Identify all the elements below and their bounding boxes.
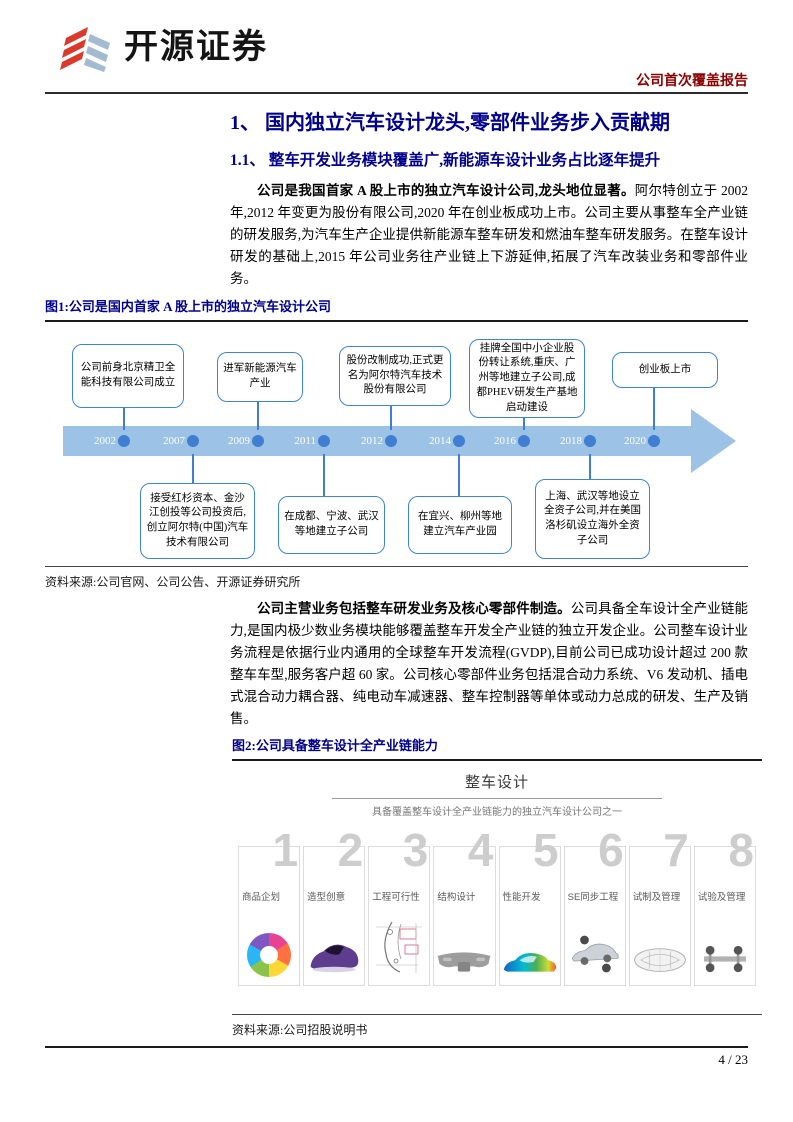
paragraph-text: 阿尔特创立于 2002 年,2012 年变更为股份有限公司,2020 年在创业板… [230,183,749,286]
timeline-year: 2011 [294,435,316,447]
timeline-event-box: 挂牌全国中小企业股份转让系统,重庆、广州等地建立子公司,成都PHEV研发生产基地… [469,339,585,418]
header-logo: 开源证券 [56,22,268,72]
step-number: 2 [337,824,364,876]
testing-chassis-image [695,941,755,977]
timeline-event-box: 进军新能源汽车产业 [217,352,303,402]
timeline-event-box: 在成都、宁波、武汉等地建立子公司 [278,496,385,554]
timeline-connector [323,454,325,496]
diagram-divider [332,798,662,799]
structure-design-dashboard-image [434,947,494,977]
timeline-event-box: 创业板上市 [612,352,718,388]
brand-name: 开源证券 [124,28,268,66]
step-label: 商品企划 [242,892,281,903]
footer-divider [45,1046,748,1048]
timeline-connector [192,454,194,483]
timeline-dot [318,435,330,447]
trial-production-car-image [630,943,690,977]
timeline-year: 2002 [94,435,116,447]
step-label: SE同步工程 [567,892,619,903]
process-step-card: 4 结构设计 [433,827,496,986]
process-step-card: 6 SE同步工程 [563,827,626,986]
process-step-card: 3 工程可行性 [368,827,431,986]
se-engineering-exploded-car-image [565,931,625,977]
timeline-event-box: 接受红杉资本、金沙江创投等公司投资后,创立阿尔特(中国)汽车技术有限公司 [140,483,255,559]
timeline-dot [118,435,130,447]
timeline-dot [518,435,530,447]
timeline-year: 2016 [494,435,516,447]
process-step-card: 8 试验及管理 [693,827,756,986]
timeline-dot [187,435,199,447]
timeline-connector [257,402,259,430]
subsection-title: 1.1、 整车开发业务模块覆盖广,新能源车设计业务占比逐年提升 [230,152,661,169]
figure2-source: 资料来源:公司招股说明书 [232,1014,762,1038]
timeline-dot [385,435,397,447]
diagram-subtitle: 具备覆盖整车设计全产业链能力的独立汽车设计公司之一 [372,807,622,818]
engineering-feasibility-sketch-image [369,919,429,977]
timeline-year: 2012 [361,435,383,447]
paragraph-lead: 公司是我国首家 A 股上市的独立汽车设计公司,龙头地位显著。 [257,183,635,198]
styling-design-car-image [304,935,364,977]
figure2-block: 图2:公司具备整车设计全产业链能力 整车设计 具备覆盖整车设计全产业链能力的独立… [232,735,762,1038]
timeline-connector [523,418,525,430]
performance-development-cfd-image [500,947,560,977]
step-number: 6 [598,824,624,876]
timeline-year: 2007 [163,435,185,447]
step-label: 试验及管理 [697,892,746,903]
step-label: 性能开发 [502,892,541,903]
timeline-dot [584,435,596,447]
report-type-label: 公司首次覆盖报告 [636,74,748,89]
product-planning-donut-image [239,933,299,977]
timeline-event-box: 在宜兴、柳州等地建立汽车产业园 [408,496,512,554]
section-title: 1、 国内独立汽车设计龙头,零部件业务步入贡献期 [230,112,670,134]
paragraph-company-overview: 公司是我国首家 A 股上市的独立汽车设计公司,龙头地位显著。阿尔特创立于 200… [230,180,748,290]
page-number: 4 / 23 [718,1052,748,1067]
step-number: 3 [402,824,429,876]
timeline-dot [252,435,264,447]
timeline-connector [390,406,392,430]
timeline-diagram: 2002 2007 2009 2011 2012 2014 2016 2018 … [45,326,748,564]
process-step-card: 2 造型创意 [303,827,366,986]
timeline-event-box: 股份改制成功,正式更名为阿尔特汽车技术股份有限公司 [339,346,451,406]
step-label: 工程可行性 [372,892,420,903]
timeline-dot [648,435,660,447]
kaiyuan-logo-icon [60,27,110,72]
paragraph-lead: 公司主营业务包括整车研发业务及核心零部件制造。 [257,601,571,616]
figure1-source: 资料来源:公司官网、公司公告、开源证券研究所 [45,566,748,590]
process-steps: 1 商品企划 2 造型创意 3 [232,827,762,986]
step-number: 4 [467,824,494,876]
timeline-connector [123,408,125,430]
timeline-year: 2014 [429,435,451,447]
step-number: 1 [272,824,299,876]
header-divider [45,92,748,94]
step-label: 试制及管理 [632,892,681,903]
figure1-title: 图1:公司是国内首家 A 股上市的独立汽车设计公司 [45,296,748,322]
step-label: 结构设计 [437,892,476,903]
paragraph-main-business: 公司主营业务包括整车研发业务及核心零部件制造。公司具备全车设计全产业链能力,是国… [230,598,748,730]
timeline-arrow-head [691,409,736,473]
timeline-dot [453,435,465,447]
step-number: 5 [533,824,559,876]
timeline-year: 2018 [560,435,582,447]
timeline-connector [458,454,460,496]
diagram-title: 整车设计 [464,774,529,791]
timeline-connector [589,454,591,479]
step-number: 7 [663,824,689,876]
process-step-card: 1 商品企划 [238,827,301,986]
process-step-card: 7 试制及管理 [628,827,691,986]
timeline-connector [653,388,655,430]
figure2-title: 图2:公司具备整车设计全产业链能力 [232,735,762,761]
timeline-event-box: 上海、武汉等地设立全资子公司,并在美国洛杉矶设立海外全资子公司 [535,479,650,559]
step-label: 造型创意 [307,892,346,903]
timeline-event-box: 公司前身北京精卫全能科技有限公司成立 [72,344,184,408]
timeline-year: 2020 [624,435,646,447]
step-number: 8 [728,824,754,876]
process-step-card: 5 性能开发 [498,827,561,986]
vehicle-design-diagram: 整车设计 具备覆盖整车设计全产业链能力的独立汽车设计公司之一 1 商品企划 2 … [232,761,762,1038]
paragraph-text: 公司具备全车设计全产业链能力,是国内极少数业务模块能够覆盖整车开发全产业链的独立… [230,601,749,726]
timeline-year: 2009 [228,435,250,447]
